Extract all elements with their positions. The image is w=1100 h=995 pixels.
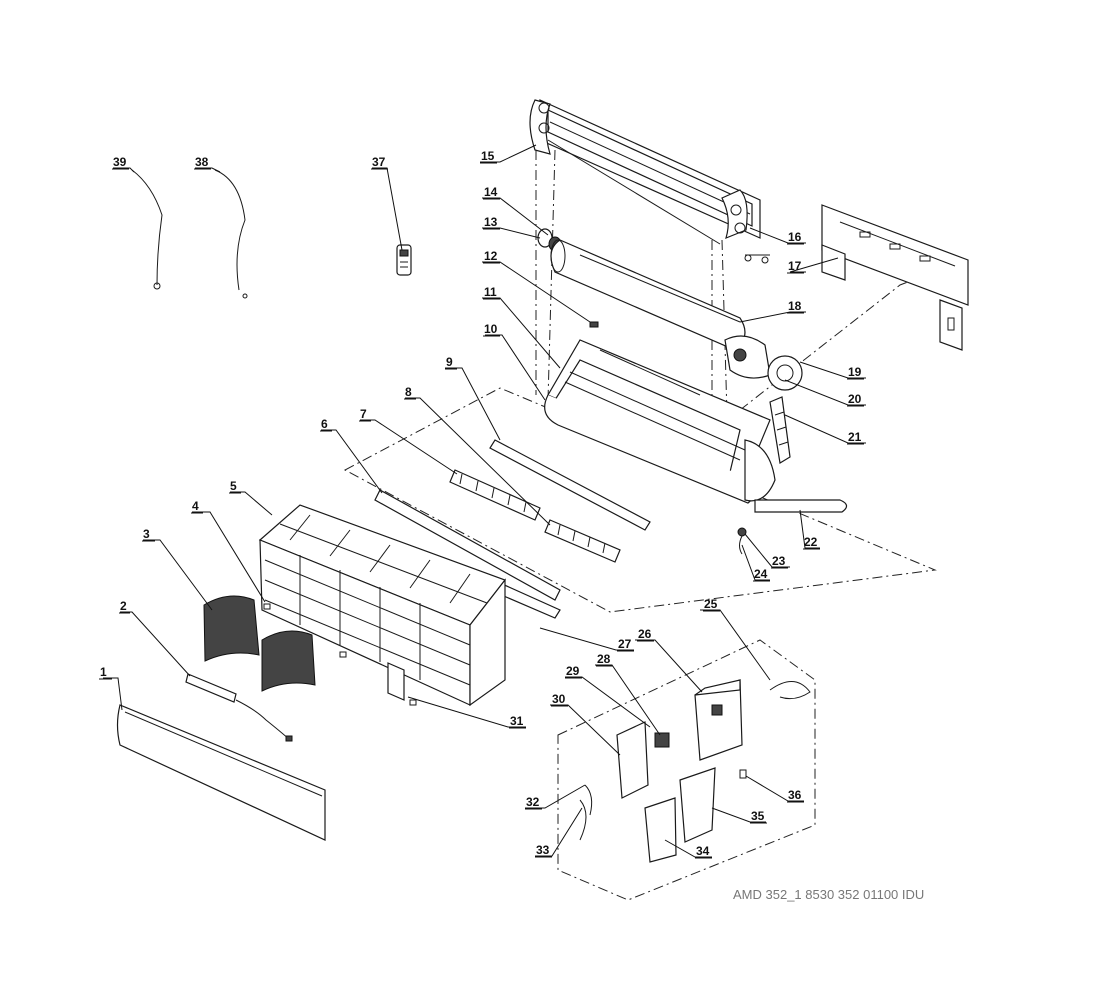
screw-part (589, 321, 599, 328)
drain-hose (754, 499, 848, 513)
callout-11: 11 (484, 285, 497, 299)
callout-13: 13 (484, 215, 498, 229)
air-filter-right (261, 630, 316, 692)
louver-assembly-upper (449, 469, 541, 521)
sensor-clip (737, 527, 747, 555)
callout-15: 15 (481, 149, 495, 163)
air-filter-left (203, 595, 260, 662)
callout-2: 2 (120, 599, 127, 613)
small-cover (387, 662, 405, 701)
callout-39: 39 (113, 155, 127, 169)
callout-16: 16 (788, 230, 802, 244)
drawing-reference-code: AMD 352_1 8530 352 01100 IDU (733, 887, 924, 902)
box-cover-34 (644, 797, 677, 863)
callout-30: 30 (552, 692, 566, 706)
screw-caps (263, 603, 417, 706)
assembly-outline-main (343, 387, 937, 613)
cover-plate-30 (616, 721, 649, 799)
evaporator-coil (529, 99, 770, 264)
callout-21: 21 (848, 430, 862, 444)
wall-mounting-plate (821, 204, 969, 351)
callout-19: 19 (848, 365, 862, 379)
assembly-outline-control-box (557, 639, 816, 901)
cross-flow-fan (550, 239, 746, 351)
callout-underlines (99, 162, 864, 859)
callout-26: 26 (638, 627, 652, 641)
callout-33: 33 (536, 843, 550, 857)
strip-part (489, 439, 651, 531)
callout-9: 9 (446, 355, 453, 369)
callout-29: 29 (566, 664, 580, 678)
base-chassis (544, 339, 776, 504)
side-bracket (769, 396, 791, 464)
remote-control (396, 244, 412, 276)
callout-28: 28 (597, 652, 611, 666)
wires-32-33 (579, 784, 593, 841)
callout-34: 34 (696, 844, 710, 858)
callout-6: 6 (321, 417, 328, 431)
callout-38: 38 (195, 155, 209, 169)
callout-22: 22 (804, 535, 818, 549)
callout-labels: 1 2 3 4 5 6 7 8 9 10 11 12 13 14 15 16 1… (100, 149, 862, 858)
front-grille-frame (258, 504, 506, 707)
callout-31: 31 (510, 714, 524, 728)
pcb-board-28 (654, 732, 670, 748)
front-panel (116, 704, 326, 841)
callout-4: 4 (192, 499, 199, 513)
callout-20: 20 (848, 392, 862, 406)
callout-36: 36 (788, 788, 802, 802)
control-box-26 (694, 679, 743, 761)
callout-24: 24 (754, 567, 768, 581)
callout-25: 25 (704, 597, 718, 611)
callout-35: 35 (751, 809, 765, 823)
callout-27: 27 (618, 637, 632, 651)
callout-5: 5 (230, 479, 237, 493)
callout-23: 23 (772, 554, 786, 568)
fuse-36 (739, 769, 747, 779)
louver-assembly-lower (544, 519, 621, 563)
cable-39 (131, 169, 163, 290)
display-board (185, 673, 293, 742)
callout-7: 7 (360, 407, 367, 421)
leader-lines (103, 144, 866, 858)
fan-motor (724, 335, 803, 391)
callout-12: 12 (484, 249, 498, 263)
callout-17: 17 (788, 259, 802, 273)
callout-3: 3 (143, 527, 150, 541)
callout-1: 1 (100, 665, 107, 679)
box-cover-35 (679, 767, 716, 843)
callout-8: 8 (405, 385, 412, 399)
callout-18: 18 (788, 299, 802, 313)
guide-line-left-2 (547, 149, 556, 401)
power-cable-25 (769, 681, 811, 700)
callout-10: 10 (484, 322, 498, 336)
callout-37: 37 (372, 155, 386, 169)
callout-14: 14 (484, 185, 498, 199)
callout-32: 32 (526, 795, 540, 809)
cable-38 (214, 169, 248, 299)
